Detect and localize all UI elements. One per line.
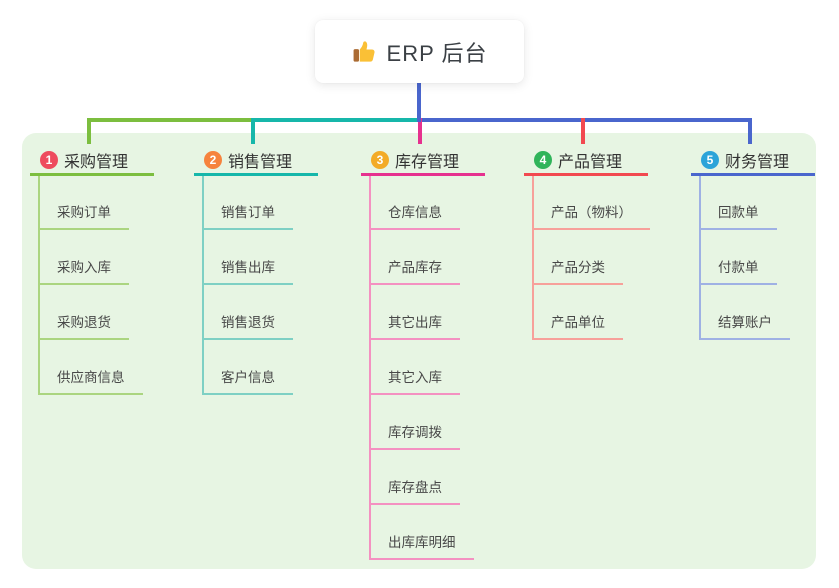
root-node[interactable]: ERP 后台 — [315, 20, 524, 83]
leaf-node[interactable]: 采购入库 — [38, 250, 129, 285]
root-connector-line — [417, 83, 421, 122]
branch-label: 采购管理 — [64, 153, 129, 171]
branch-drop-line — [418, 118, 422, 144]
leaf-node[interactable]: 客户信息 — [202, 360, 293, 395]
branch-label: 财务管理 — [725, 153, 790, 171]
branch-node[interactable]: 1 采购管理 — [30, 146, 154, 176]
branch-drop-line — [251, 118, 255, 144]
branch-drop-line — [748, 118, 752, 144]
branch-drop-line — [581, 118, 585, 144]
leaf-node[interactable]: 采购订单 — [38, 195, 129, 230]
bus-segment-left — [89, 118, 253, 122]
leaf-node[interactable]: 产品分类 — [532, 250, 623, 285]
branch-node[interactable]: 5 财务管理 — [691, 146, 815, 176]
branch-label: 产品管理 — [558, 153, 623, 171]
leaf-node[interactable]: 采购退货 — [38, 305, 129, 340]
branch-node[interactable]: 3 库存管理 — [361, 146, 485, 176]
bus-segment-mid — [253, 118, 419, 122]
leaf-node[interactable]: 产品（物料） — [532, 195, 650, 230]
leaf-node[interactable]: 销售订单 — [202, 195, 293, 230]
leaf-node[interactable]: 供应商信息 — [38, 360, 143, 395]
branch-number-badge: 2 — [204, 150, 222, 169]
leaf-node[interactable]: 销售出库 — [202, 250, 293, 285]
branch-node[interactable]: 2 销售管理 — [194, 146, 318, 176]
child-connector-line — [699, 176, 701, 340]
leaf-node[interactable]: 其它入库 — [369, 360, 460, 395]
child-connector-line — [532, 176, 534, 340]
leaf-node[interactable]: 销售退货 — [202, 305, 293, 340]
child-connector-line — [38, 176, 40, 395]
child-connector-line — [202, 176, 204, 395]
root-node-title: ERP 后台 — [386, 40, 488, 66]
branch-label: 销售管理 — [228, 153, 293, 171]
leaf-node[interactable]: 产品库存 — [369, 250, 460, 285]
leaf-node[interactable]: 其它出库 — [369, 305, 460, 340]
branch-node[interactable]: 4 产品管理 — [524, 146, 648, 176]
child-connector-line — [369, 176, 371, 560]
leaf-node[interactable]: 库存盘点 — [369, 470, 460, 505]
branch-number-badge: 4 — [534, 150, 552, 169]
branch-number-badge: 5 — [701, 150, 719, 169]
branch-drop-line — [87, 118, 91, 144]
leaf-node[interactable]: 产品单位 — [532, 305, 623, 340]
leaf-node[interactable]: 仓库信息 — [369, 195, 460, 230]
leaf-node[interactable]: 结算账户 — [699, 305, 790, 340]
leaf-node[interactable]: 回款单 — [699, 195, 777, 230]
branch-label: 库存管理 — [395, 153, 460, 171]
thumbs-up-icon — [352, 39, 377, 64]
mindmap-background-panel — [22, 133, 816, 569]
leaf-node[interactable]: 库存调拨 — [369, 415, 460, 450]
leaf-node[interactable]: 付款单 — [699, 250, 777, 285]
branch-number-badge: 3 — [371, 150, 389, 169]
leaf-node[interactable]: 出库库明细 — [369, 525, 474, 560]
branch-number-badge: 1 — [40, 150, 58, 169]
